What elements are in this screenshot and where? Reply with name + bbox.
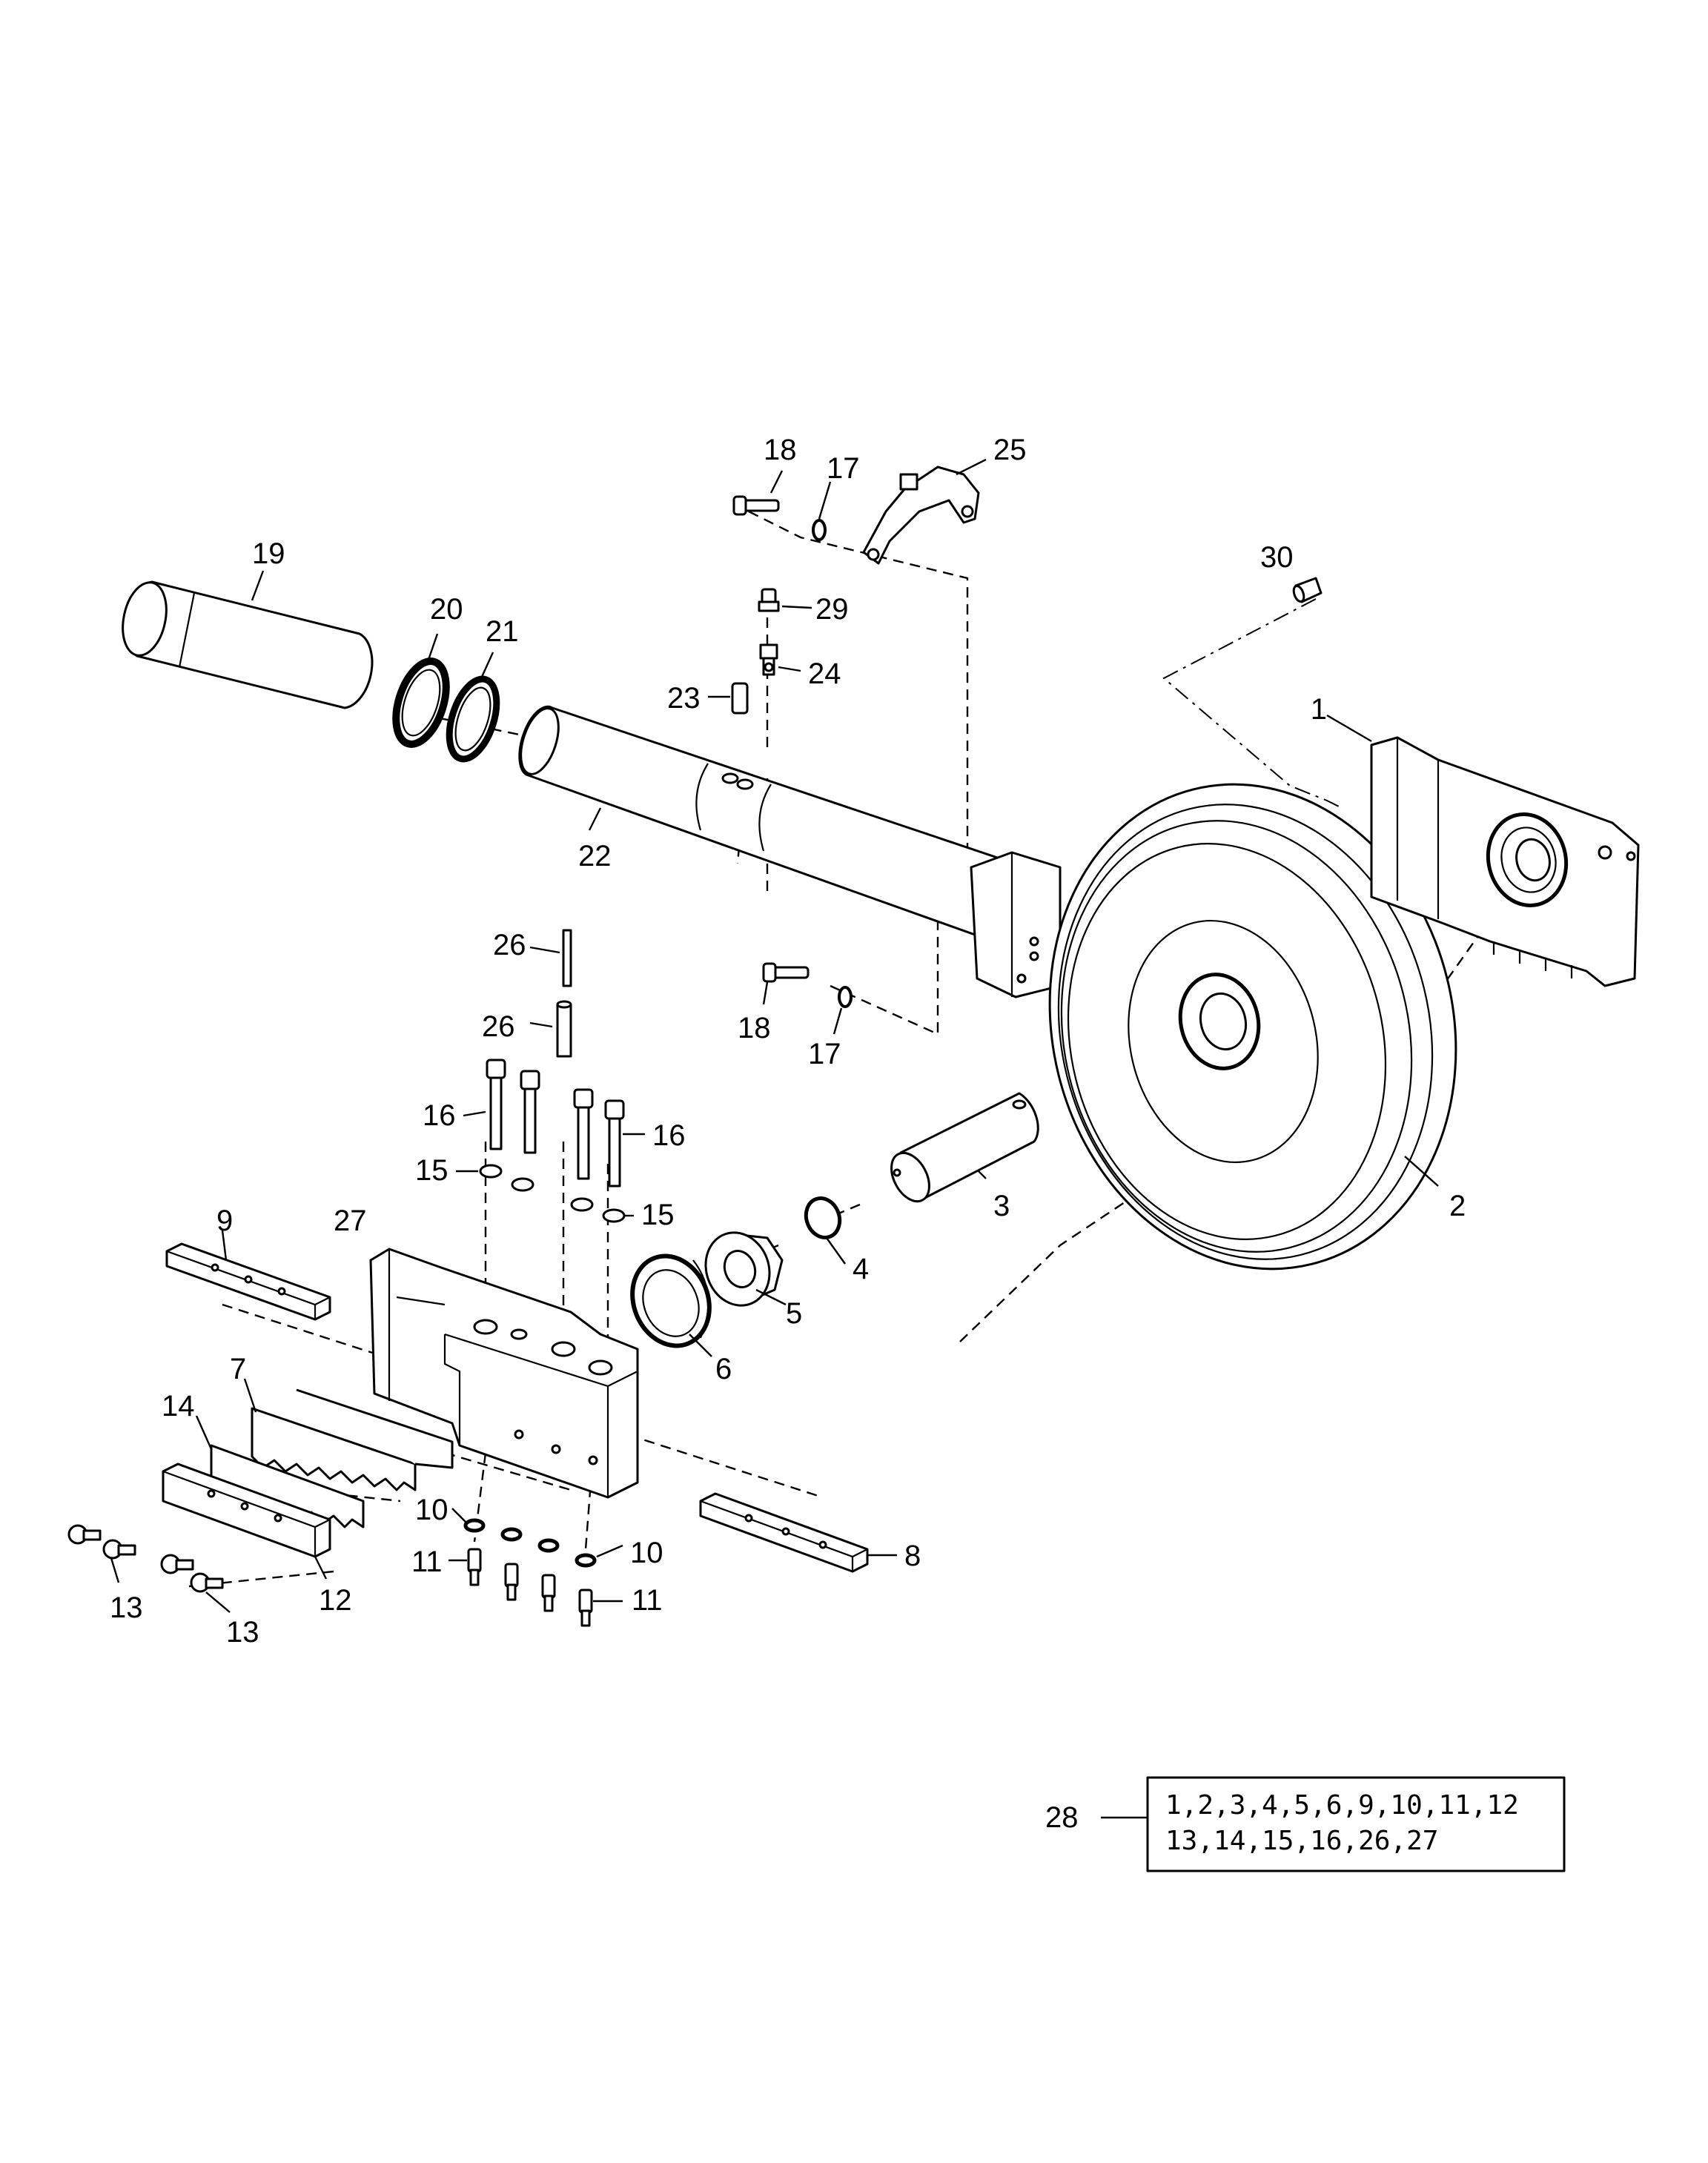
callout-10a: 10 (415, 1494, 448, 1526)
callout-12: 12 (319, 1584, 352, 1617)
callout-17b: 17 (808, 1038, 841, 1070)
part-20-seal (392, 657, 450, 748)
part-23-plug (731, 682, 749, 715)
kit-box: 28 1,2,3,4,5,6,9,10,11,12 13,14,15,16,26… (1045, 1776, 1566, 1872)
callout-8: 8 (904, 1540, 921, 1572)
part-1-bearing-bracket (1370, 736, 1640, 987)
part-15-washers (479, 1164, 626, 1223)
callout-26a: 26 (493, 929, 526, 961)
part-6-seal (630, 1253, 712, 1348)
callout-7: 7 (230, 1353, 246, 1385)
part-2-idler-wheel (1048, 783, 1457, 1271)
callout-11a: 11 (411, 1546, 443, 1578)
callout-15a: 15 (415, 1154, 448, 1187)
callout-26b: 26 (482, 1010, 515, 1043)
callout-16b: 16 (652, 1119, 686, 1152)
part-9-plate (165, 1242, 331, 1321)
callout-13b: 13 (226, 1616, 259, 1649)
callout-23: 23 (667, 682, 701, 715)
callouts: 1 2 3 4 5 6 7 8 9 10 10 11 11 12 13 13 1… (110, 434, 1466, 1649)
callout-18a: 18 (764, 434, 797, 466)
part-17-washers (812, 519, 853, 1008)
part-8-plate (699, 1492, 869, 1573)
part-24-fitting (759, 643, 778, 676)
callout-6: 6 (715, 1353, 732, 1385)
part-22-shaft (518, 705, 1062, 998)
part-16-bolts (486, 1059, 625, 1188)
callout-19: 19 (252, 537, 285, 570)
part-11-bolts (467, 1548, 593, 1627)
callout-25: 25 (993, 434, 1027, 466)
part-25-bracket (862, 466, 980, 565)
kit-number: 28 (1045, 1801, 1079, 1834)
part-26-sleeve (556, 1000, 572, 1058)
callout-27: 27 (334, 1205, 367, 1237)
callout-30: 30 (1260, 541, 1294, 574)
callout-14: 14 (162, 1390, 195, 1422)
kit-line-1: 1,2,3,4,5,6,9,10,11,12 (1165, 1790, 1519, 1821)
callout-24: 24 (808, 657, 841, 690)
callout-22: 22 (578, 840, 612, 872)
part-12-plate (162, 1463, 331, 1558)
callout-13a: 13 (110, 1591, 143, 1624)
part-29-grease-fitting (758, 588, 780, 612)
part-18-bolts (732, 495, 810, 983)
part-3-axle-pin (890, 1092, 1039, 1203)
callout-10b: 10 (630, 1537, 663, 1569)
part-7-shim-strip (251, 1388, 454, 1491)
callout-1: 1 (1311, 693, 1327, 726)
callout-4: 4 (853, 1253, 869, 1285)
part-13-bolts (67, 1524, 224, 1593)
part-5-collar (704, 1231, 784, 1307)
part-21-seal (446, 675, 500, 763)
part-27-housing-block (369, 1248, 639, 1499)
callout-2: 2 (1449, 1190, 1466, 1222)
part-19-pin (122, 580, 374, 709)
callout-18b: 18 (738, 1012, 771, 1044)
callout-20: 20 (430, 593, 463, 626)
callout-9: 9 (216, 1205, 233, 1237)
callout-15b: 15 (641, 1199, 675, 1231)
callout-21: 21 (486, 615, 519, 648)
callout-16a: 16 (423, 1099, 456, 1132)
part-4-o-ring (804, 1196, 842, 1239)
callout-11b: 11 (632, 1584, 663, 1617)
kit-line-2: 13,14,15,16,26,27 (1165, 1826, 1438, 1856)
part-30-plug (1292, 577, 1323, 603)
callout-5: 5 (786, 1297, 802, 1330)
callout-3: 3 (993, 1190, 1010, 1222)
callout-29: 29 (815, 593, 849, 626)
part-26-roll-pin (562, 929, 572, 987)
part-10-washers (463, 1518, 597, 1568)
callout-17a: 17 (827, 452, 860, 485)
